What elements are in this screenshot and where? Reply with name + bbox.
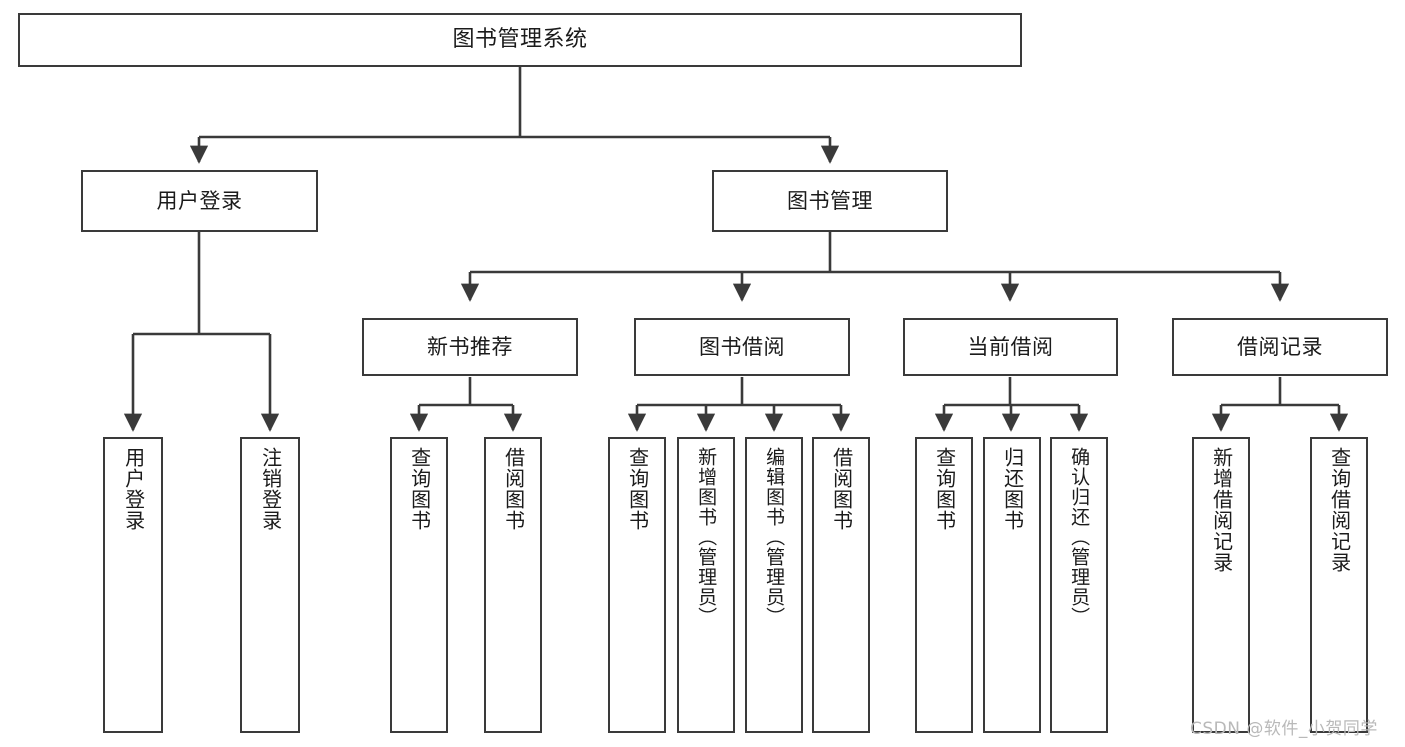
node-label: 新书推荐 <box>427 334 513 359</box>
node-label: 新增借阅记录 <box>1209 447 1234 573</box>
node-leaf-user-login[interactable]: 用户登录 <box>103 437 163 733</box>
node-label: 确认归还（管理员） <box>1068 447 1091 627</box>
node-borrow-record[interactable]: 借阅记录 <box>1172 318 1388 376</box>
node-current-borrow[interactable]: 当前借阅 <box>903 318 1118 376</box>
node-user-login[interactable]: 用户登录 <box>81 170 318 232</box>
node-leaf-edit-book[interactable]: 编辑图书（管理员） <box>745 437 803 733</box>
node-leaf-query-book-1[interactable]: 查询图书 <box>390 437 448 733</box>
node-label: 查询图书 <box>932 447 957 531</box>
node-leaf-borrow-book-2[interactable]: 借阅图书 <box>812 437 870 733</box>
node-label: 图书管理系统 <box>452 26 588 52</box>
node-root-system[interactable]: 图书管理系统 <box>18 13 1022 67</box>
node-label: 新增图书（管理员） <box>695 447 718 627</box>
node-leaf-confirm-return[interactable]: 确认归还（管理员） <box>1050 437 1108 733</box>
node-new-book-recommend[interactable]: 新书推荐 <box>362 318 578 376</box>
node-leaf-borrow-book-1[interactable]: 借阅图书 <box>484 437 542 733</box>
node-label: 用户登录 <box>121 447 146 531</box>
node-label: 编辑图书（管理员） <box>763 447 786 627</box>
node-book-management[interactable]: 图书管理 <box>712 170 948 232</box>
node-label: 查询图书 <box>625 447 650 531</box>
node-label: 当前借阅 <box>967 334 1054 359</box>
node-leaf-add-book[interactable]: 新增图书（管理员） <box>677 437 735 733</box>
node-label: 图书管理 <box>787 188 873 213</box>
node-leaf-query-book-3[interactable]: 查询图书 <box>915 437 973 733</box>
node-label: 归还图书 <box>1000 447 1025 531</box>
node-book-borrow[interactable]: 图书借阅 <box>634 318 850 376</box>
node-leaf-logout[interactable]: 注销登录 <box>240 437 300 733</box>
node-label: 用户登录 <box>156 188 243 213</box>
node-label: 图书借阅 <box>699 334 785 359</box>
node-label: 查询图书 <box>407 447 432 531</box>
node-label: 借阅记录 <box>1237 334 1323 359</box>
node-leaf-add-record[interactable]: 新增借阅记录 <box>1192 437 1250 733</box>
node-leaf-query-record[interactable]: 查询借阅记录 <box>1310 437 1368 733</box>
node-label: 借阅图书 <box>501 447 526 531</box>
node-label: 借阅图书 <box>829 447 854 531</box>
node-leaf-return-book[interactable]: 归还图书 <box>983 437 1041 733</box>
node-leaf-query-book-2[interactable]: 查询图书 <box>608 437 666 733</box>
watermark-text: CSDN @软件_小贺同学 <box>1190 719 1378 739</box>
node-label: 查询借阅记录 <box>1327 447 1352 573</box>
node-label: 注销登录 <box>258 447 283 531</box>
